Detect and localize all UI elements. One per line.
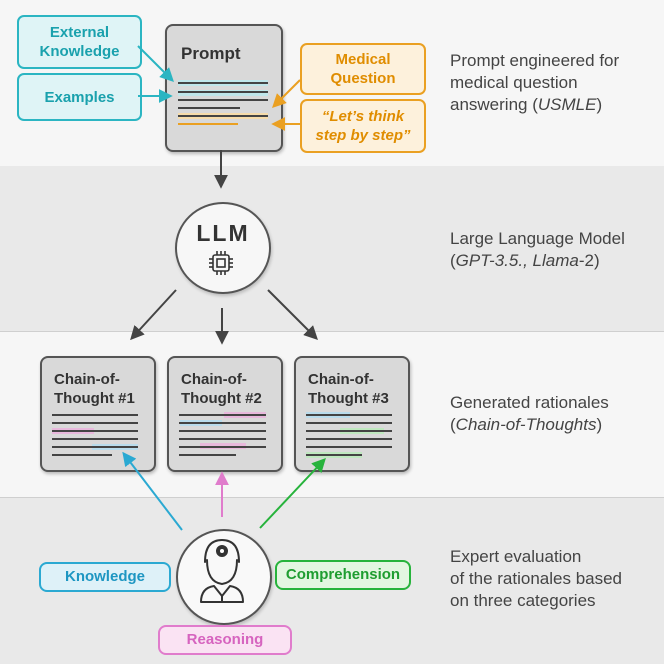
doctor-icon bbox=[200, 539, 244, 603]
cot-title-1: Chain-of- Thought #1 bbox=[54, 370, 135, 408]
chip-icon bbox=[209, 251, 233, 275]
comprehension-category: Comprehension bbox=[275, 560, 411, 590]
prompt-document: Prompt bbox=[165, 24, 283, 152]
llm-to-cot1-arrow bbox=[130, 289, 177, 341]
external-knowledge-arrow bbox=[137, 45, 174, 82]
think-step-box: “Let’s think step by step” bbox=[300, 99, 426, 153]
cot-title-3-line2: Thought #3 bbox=[308, 390, 389, 407]
think-step-label-2: step by step” bbox=[315, 127, 411, 144]
llm-desc-line1: Large Language Model bbox=[450, 229, 625, 248]
external-knowledge-box: External Knowledge bbox=[17, 15, 142, 69]
expert-desc-line2: of the rationales based bbox=[450, 569, 623, 588]
comprehension-to-cot3-arrow bbox=[259, 457, 326, 529]
prompt-desc-line3-italic: USMLE bbox=[537, 95, 597, 114]
llm-desc-line2: (GPT-3.5., Llama-2) bbox=[450, 250, 625, 272]
rationales-description: Generated rationales (Chain-of-Thoughts) bbox=[450, 392, 609, 436]
medical-question-label-2: Question bbox=[330, 70, 396, 87]
prompt-desc-line2: medical question bbox=[450, 73, 578, 92]
medical-question-box: Medical Question bbox=[300, 43, 426, 95]
expert-desc-line3: on three categories bbox=[450, 591, 596, 610]
prompt-desc-line3: answering (USMLE) bbox=[450, 94, 619, 116]
cot2-text-lines bbox=[179, 412, 266, 456]
rationales-desc-line1: Generated rationales bbox=[450, 393, 609, 412]
llm-label: LLM bbox=[196, 220, 250, 246]
rationales-desc-line2-italic: Chain-of-Thoughts bbox=[455, 415, 597, 434]
prompt-title: Prompt bbox=[181, 44, 241, 63]
prompt-desc-line1: Prompt engineered for bbox=[450, 51, 620, 70]
rationales-desc-line2: (Chain-of-Thoughts) bbox=[450, 414, 609, 436]
prompt-description: Prompt engineered for medical question a… bbox=[450, 50, 619, 116]
cot-title-1-line2: Thought #1 bbox=[54, 390, 135, 407]
expert-description: Expert evaluation of the rationales base… bbox=[450, 546, 622, 612]
cot-title-2-line1: Chain-of- bbox=[181, 371, 247, 388]
reasoning-category: Reasoning bbox=[158, 625, 292, 655]
cot-title-3-line1: Chain-of- bbox=[308, 371, 374, 388]
external-knowledge-label-1: External bbox=[49, 24, 110, 41]
knowledge-to-cot1-arrow bbox=[122, 451, 183, 531]
llm-desc-line2-pre: ( bbox=[450, 251, 456, 270]
medical-question-label-1: Medical bbox=[335, 51, 391, 68]
medical-question-arrow bbox=[272, 79, 301, 108]
cot-title-3: Chain-of- Thought #3 bbox=[308, 370, 389, 408]
expert-desc-line1: Expert evaluation bbox=[450, 547, 582, 566]
prompt-text-lines bbox=[178, 80, 268, 125]
expert-node bbox=[176, 529, 272, 625]
cot1-text-lines bbox=[52, 414, 138, 456]
examples-label: Examples bbox=[44, 88, 115, 106]
rationales-desc-line2-post: ) bbox=[596, 415, 603, 434]
cot-title-2-line2: Thought #2 bbox=[181, 390, 262, 407]
llm-to-cot3-arrow bbox=[267, 289, 318, 340]
cot3-text-lines bbox=[306, 412, 392, 458]
rationales-desc-line2-pre: ( bbox=[450, 415, 456, 434]
think-step-label-1: “Let’s think bbox=[321, 108, 405, 125]
cot-title-2: Chain-of- Thought #2 bbox=[181, 370, 262, 408]
llm-node: LLM bbox=[175, 202, 271, 294]
llm-desc-line2-post: -2) bbox=[578, 251, 600, 270]
llm-description: Large Language Model (GPT-3.5., Llama-2) bbox=[450, 228, 625, 272]
llm-desc-line2-italic: GPT-3.5., Llama bbox=[455, 251, 579, 270]
llm-band bbox=[0, 166, 664, 332]
external-knowledge-label-2: Knowledge bbox=[39, 43, 120, 60]
prompt-desc-line3-post: ) bbox=[596, 95, 603, 114]
cot-title-1-line1: Chain-of- bbox=[54, 371, 120, 388]
prompt-desc-line3-pre: answering ( bbox=[450, 95, 538, 114]
knowledge-category: Knowledge bbox=[39, 562, 171, 592]
